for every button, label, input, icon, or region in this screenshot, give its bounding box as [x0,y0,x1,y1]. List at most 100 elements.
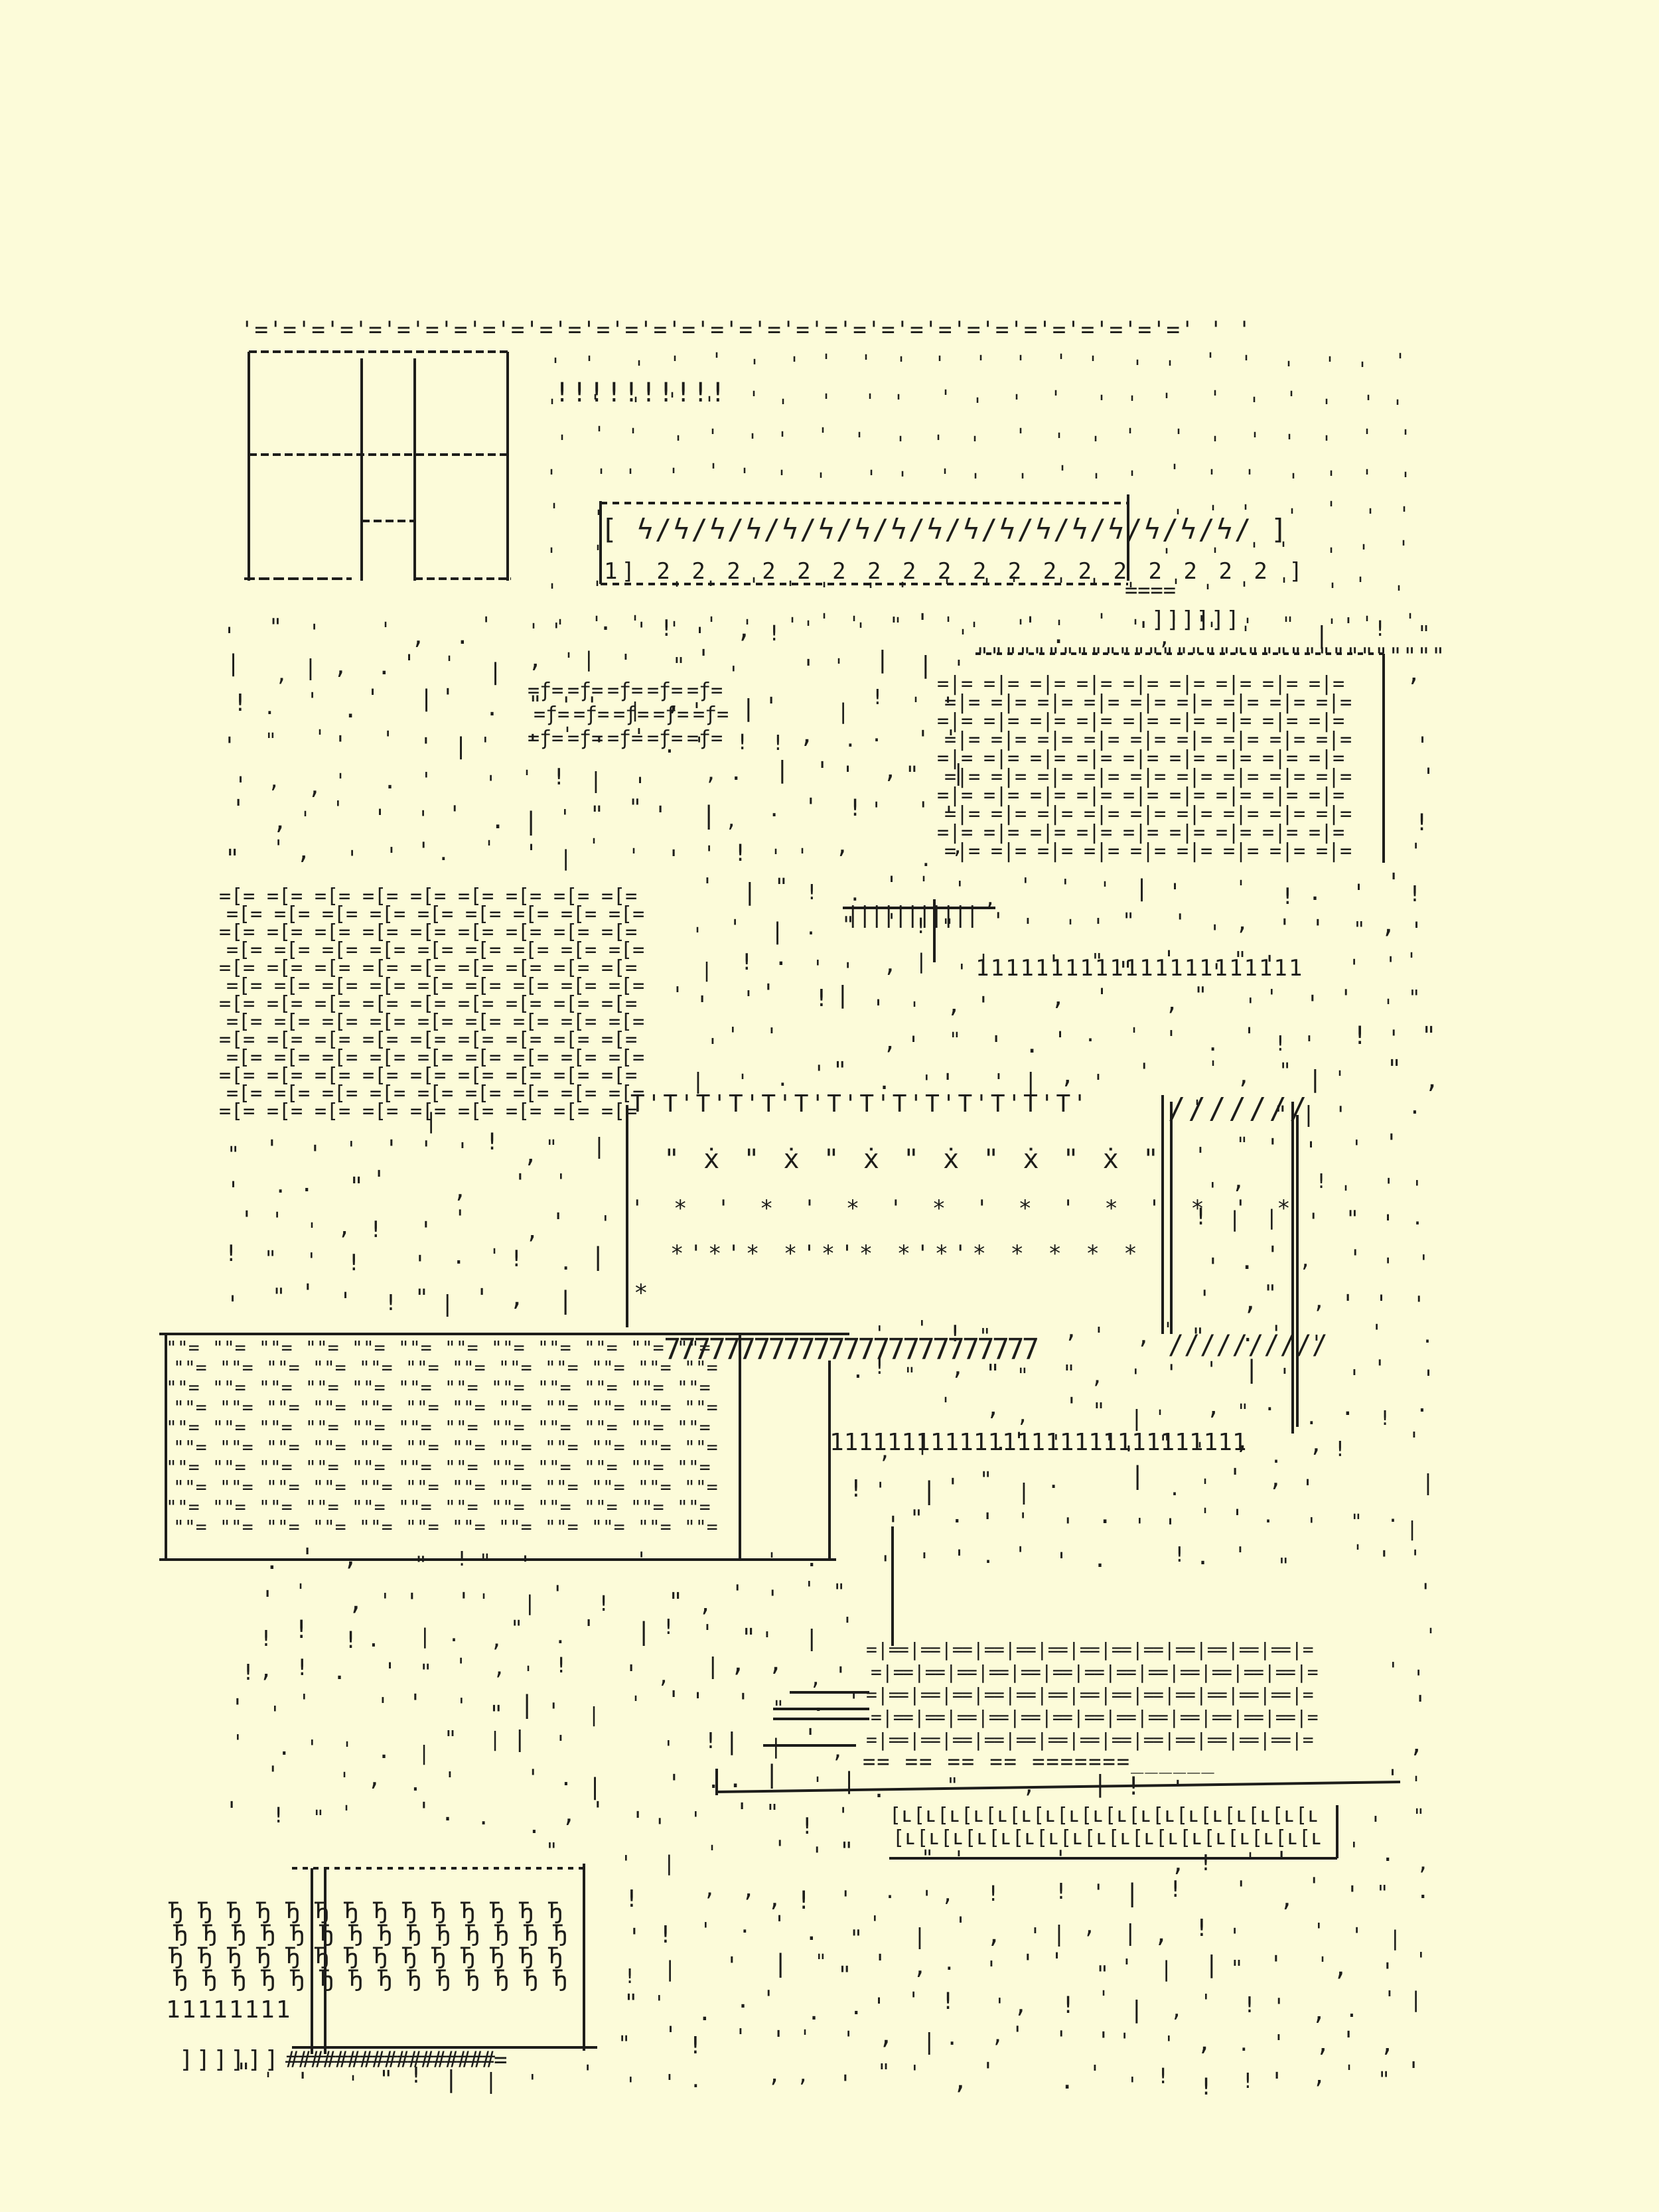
typed-mark: ' [942,613,954,636]
tally-block-cell: =[= [410,1064,446,1087]
typed-mark: . [1381,1840,1394,1867]
typed-mark: ' [725,1953,739,1980]
lower-grid-cell: =|= [1157,1706,1191,1728]
typed-mark: ' [766,1549,778,1572]
typed-mark: ' [1301,1475,1315,1502]
typed-mark: ' [848,613,860,636]
typed-mark: , [1023,1773,1035,1798]
typed-mark: ! [347,1250,360,1276]
typed-mark: ' [226,1177,240,1204]
h-block-cell: Ђ [518,1943,533,1969]
typed-mark: ' [620,1852,632,1876]
tally-block-cell: =[= [458,1100,494,1123]
typed-mark: ! [662,1615,675,1639]
sevens-row: 7777777777777777777777777 [664,1333,1038,1366]
lower-grid-cell: =|= [1025,1639,1059,1660]
typed-mark: ' [1269,1951,1283,1978]
typed-mark: " [1091,950,1104,974]
star-single: * [634,1280,648,1307]
bar-cell: | [882,902,895,928]
tally-block-cell: =[= [322,1010,358,1033]
comb-cell: [ʟ [1108,1826,1131,1850]
typed-mark: ! [772,731,784,755]
typed-mark: . [559,1765,573,1791]
lower-grid-cell: =|= [962,1639,995,1660]
lower-grid-cell: =|= [934,1706,968,1728]
typed-mark: . [1051,621,1066,649]
quote-grid-cell: ""= [684,1357,718,1378]
typed-mark: . [1206,1031,1219,1056]
typed-mark: ' [1168,879,1182,906]
typed-mark: ' [1210,959,1223,986]
lower-grid-cell: =|= [962,1684,995,1706]
typed-mark: | [664,1956,676,1982]
typed-mark: ' [810,1842,824,1869]
typed-mark: ' [305,1249,318,1273]
tally-block-cell: =[= [410,885,446,908]
quote-grid-cell: ""= [630,1416,664,1438]
typed-mark: ' [593,506,605,530]
typed-mark: . [697,1999,712,2026]
tally-block-cell: =[= [506,885,541,908]
typed-mark: , [987,1921,1001,1949]
typed-mark: ' [1170,575,1182,599]
comb-cell: [ʟ [1056,1804,1080,1827]
comb-cell: [ʟ [940,1826,964,1850]
typed-mark: ' [1064,916,1076,939]
typed-mark: ' [980,1508,995,1536]
comb-cell: [ʟ [1155,1826,1179,1850]
typed-mark: ' [706,1033,719,1059]
typed-mark: . [300,1171,313,1197]
h-block-cell: Ђ [489,1897,504,1924]
grid-block-cell: =|= [1177,728,1212,751]
grid-block-cell: =|= [1076,672,1112,696]
typed-mark: ' [1137,1059,1151,1085]
typed-mark: ' [788,353,800,376]
typed-mark: ' [1400,426,1411,449]
typed-mark: ' [770,846,782,869]
typed-mark: ' [1244,1849,1256,1872]
typed-mark: ' [1194,611,1209,638]
grid-block-cell: =|= [937,672,973,696]
slash-row-low: ////////// [1168,1330,1328,1361]
grid-block-cell: =|= [1177,802,1212,826]
typed-mark: ' [1278,1363,1291,1389]
typed-mark: , [1171,1999,1183,2022]
typed-mark: ' [526,730,540,757]
typed-mark: ' [521,767,533,790]
tally-block-cell: =[= [322,903,358,926]
tally-block-cell: =[= [561,974,597,997]
tally-block-cell: =[= [609,1082,644,1105]
lower-grid-cell: =|= [1121,1639,1155,1660]
typed-mark: | [419,686,433,712]
lower-grid-cell: =|= [993,1639,1027,1660]
tally-block-cell: =[= [513,1046,549,1069]
typed-mark: , [524,1142,538,1168]
typed-mark: ! [1334,1438,1346,1461]
typed-mark: | [741,695,756,722]
comb-cell: [ʟ [1271,1804,1295,1827]
typed-mark: | [701,801,716,830]
typed-mark: ! [456,1548,468,1571]
typed-mark: ' [699,1919,712,1943]
typed-mark: ' [1362,392,1374,415]
typed-mark: ' [419,1136,433,1163]
typed-mark: ' [842,2026,855,2051]
typed-mark: ! [555,1653,567,1678]
lower-grid-cell: =|= [1030,1706,1064,1728]
typed-mark: ! [1054,1878,1068,1904]
typed-mark: ' [630,394,642,417]
lower-grid-cell: =|= [998,1661,1032,1683]
typed-mark: ' [940,1394,952,1417]
typed-mark: ' [419,1217,433,1244]
lower-grid-cell: =|= [1121,1684,1155,1706]
typed-mark: ' [1407,1427,1421,1453]
scatter-marks: '"'',.'''.'!',!''''''.','''|'!"|,|,.''|,… [222,349,1439,2101]
typed-mark: ' [524,840,538,867]
typed-mark: ' [592,542,604,565]
lower-grid-cell: =|= [1062,1706,1096,1728]
typed-mark: ' [1352,880,1366,907]
grid-block-cell: =|= [1316,840,1352,863]
typed-mark: ! [597,1591,610,1616]
typed-mark: ' [1343,2061,1355,2085]
